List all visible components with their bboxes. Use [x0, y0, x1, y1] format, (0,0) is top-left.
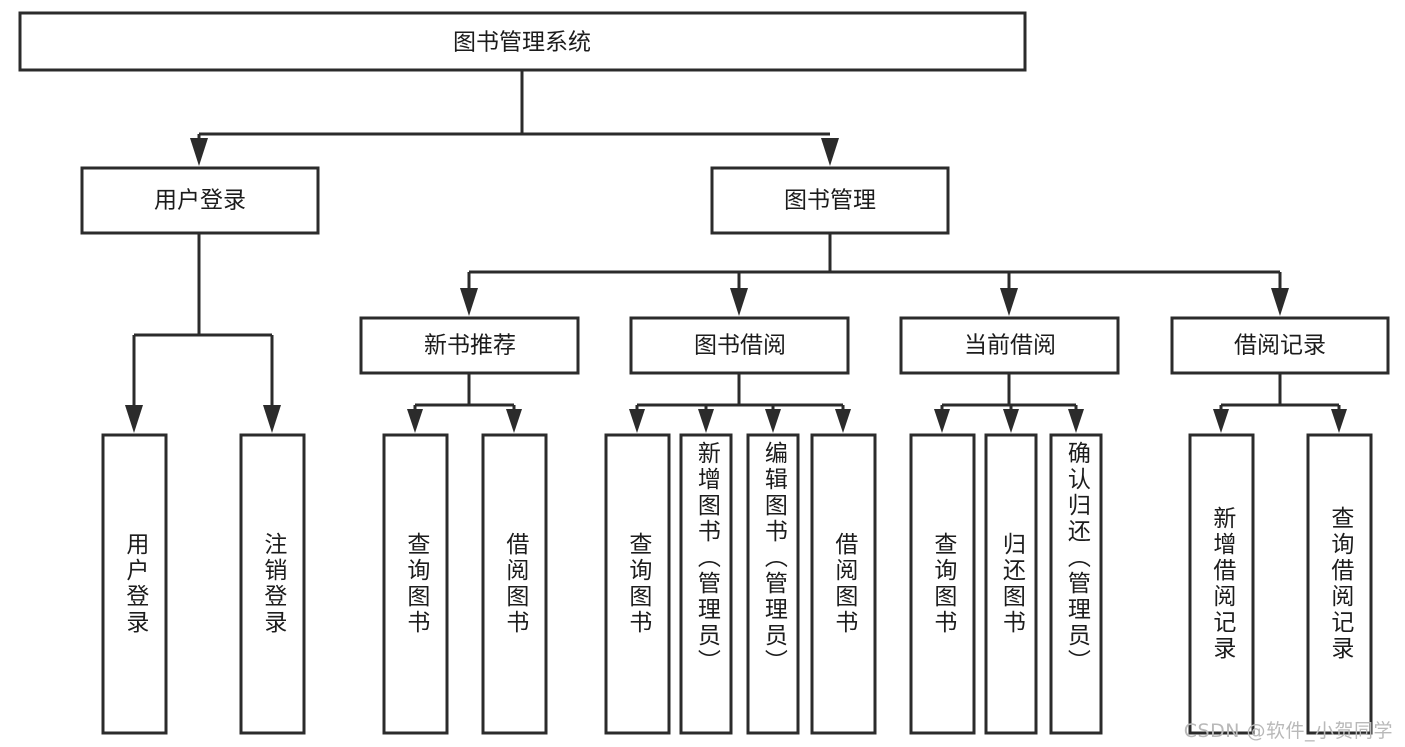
- csdn-watermark: CSDN @软件_小贺同学: [1183, 720, 1393, 742]
- arrow-head-leaf-query-borrow-record: [1331, 409, 1347, 433]
- node-book-manage[interactable]: 图书管理: [710, 166, 950, 235]
- leaf-query-book-cur-rect[interactable]: [909, 433, 976, 735]
- node-book-manage-rect[interactable]: [710, 166, 950, 235]
- arrow-head-leaf-user-logout: [263, 405, 281, 433]
- arrow-head-leaf-query-book-cur: [934, 409, 950, 433]
- arrow-head-leaf-user-login: [125, 405, 143, 433]
- leaf-confirm-return-admin-rect[interactable]: [1049, 433, 1103, 735]
- node-current-borrow-rect[interactable]: [899, 316, 1120, 375]
- arrow-head-leaf-query-book-borrow: [629, 409, 645, 433]
- node-book-borrow-label: 图书借阅: [694, 333, 786, 359]
- node-borrow-record[interactable]: 借阅记录: [1170, 316, 1390, 375]
- node-root[interactable]: 图书管理系统: [18, 11, 1027, 72]
- leaf-user-logout-rect[interactable]: [239, 433, 306, 735]
- node-new-book-recommend[interactable]: 新书推荐: [359, 316, 580, 375]
- leaf-borrow-book-rect[interactable]: [810, 433, 877, 735]
- leaf-query-book-rec-rect[interactable]: [382, 433, 449, 735]
- arrow-head-leaf-confirm-return-admin: [1068, 409, 1084, 433]
- arrow-head-user-login: [190, 138, 208, 166]
- node-book-manage-label: 图书管理: [784, 188, 876, 214]
- arrow-head-leaf-return-book: [1003, 409, 1019, 433]
- node-user-login-rect[interactable]: [80, 166, 320, 235]
- arrow-head-new-book-recommend: [460, 288, 478, 316]
- arrow-head-borrow-record: [1271, 288, 1289, 316]
- arrow-head-book-borrow: [730, 288, 748, 316]
- leaf-user-login-rect[interactable]: [101, 433, 168, 735]
- connectors-layer: [125, 70, 1347, 433]
- leaf-query-borrow-record-rect[interactable]: [1306, 433, 1373, 735]
- arrow-head-leaf-borrow-book: [835, 409, 851, 433]
- leaf-add-book-admin-rect[interactable]: [679, 433, 733, 735]
- arrow-head-leaf-add-borrow-record: [1213, 409, 1229, 433]
- leaf-borrow-book-rec-rect[interactable]: [481, 433, 548, 735]
- leaf-add-borrow-record-rect[interactable]: [1188, 433, 1255, 735]
- node-current-borrow[interactable]: 当前借阅: [899, 316, 1120, 375]
- node-book-borrow[interactable]: 图书借阅: [629, 316, 850, 375]
- arrow-head-leaf-add-book-admin: [698, 409, 714, 433]
- node-root-rect[interactable]: [18, 11, 1027, 72]
- node-new-book-recommend-label: 新书推荐: [424, 333, 516, 359]
- arrow-head-book-manage: [821, 138, 839, 166]
- node-user-login[interactable]: 用户登录: [80, 166, 320, 235]
- arrow-head-leaf-query-book-rec: [407, 409, 423, 433]
- node-user-login-label: 用户登录: [154, 188, 246, 214]
- node-borrow-record-rect[interactable]: [1170, 316, 1390, 375]
- node-boxes-layer: 图书管理系统 用户登录 图书管理 新书推荐 图书借阅 当前: [18, 11, 1390, 735]
- arrow-head-leaf-edit-book-admin: [765, 409, 781, 433]
- leaf-return-book-rect[interactable]: [984, 433, 1038, 735]
- node-new-book-recommend-rect[interactable]: [359, 316, 580, 375]
- node-book-borrow-rect[interactable]: [629, 316, 850, 375]
- node-root-label: 图书管理系统: [453, 30, 591, 56]
- leaf-query-book-borrow-rect[interactable]: [604, 433, 671, 735]
- leaf-edit-book-admin-rect[interactable]: [746, 433, 800, 735]
- arrow-head-current-borrow: [1000, 288, 1018, 316]
- node-borrow-record-label: 借阅记录: [1234, 333, 1326, 359]
- arrow-head-leaf-borrow-book-rec: [506, 409, 522, 433]
- node-current-borrow-label: 当前借阅: [964, 333, 1056, 359]
